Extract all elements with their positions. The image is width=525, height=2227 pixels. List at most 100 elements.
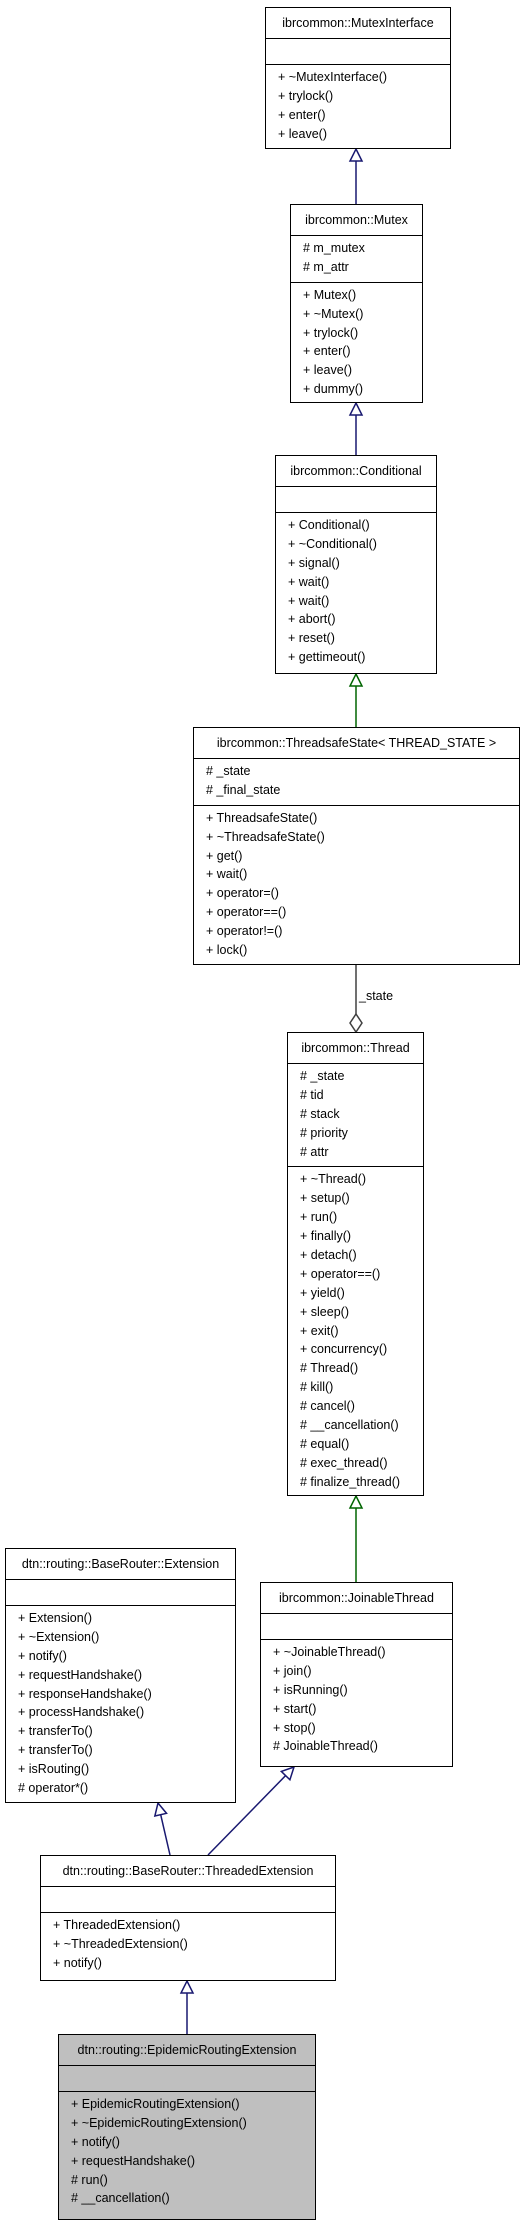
class-epidemic: dtn::routing::EpidemicRoutingExtension+ …: [58, 2034, 316, 2220]
attribute-section: [276, 486, 436, 512]
method: + ~Extension(): [18, 1629, 100, 1644]
method: + responseHandshake(): [18, 1686, 152, 1701]
method: + run(): [300, 1210, 338, 1225]
method: + operator=(): [206, 886, 279, 901]
method: + notify(): [18, 1648, 67, 1663]
method-section: + ~MutexInterface()+ trylock()+ enter()+…: [266, 64, 450, 149]
method: + enter(): [303, 344, 351, 359]
class-mutexinterface: ibrcommon::MutexInterface+ ~MutexInterfa…: [265, 7, 451, 149]
method: + leave(): [303, 363, 352, 378]
method-section: + Conditional() + ~Conditional() + signal(…: [276, 512, 436, 672]
method: + processHandshake(): [18, 1705, 145, 1720]
edge-threadsafestate-to-conditional-arrowhead: [348, 672, 364, 687]
method: + sleep(): [300, 1304, 349, 1319]
class-name: dtn::routing::EpidemicRoutingExtension: [77, 2043, 297, 2057]
method: + ~Conditional(): [288, 536, 377, 551]
method: + dummy(): [303, 382, 364, 397]
edge-threadedextension-to-extension-arrowhead: [153, 1801, 168, 1818]
method: # exec_thread(): [300, 1455, 388, 1470]
method: + gettimeout(): [288, 650, 366, 665]
attribute-section: [41, 1886, 335, 1912]
edge-threadedextension-to-joinablethread-arrowhead: [279, 1765, 296, 1782]
method: + ~ThreadedExtension(): [53, 1936, 188, 1951]
edge-mutex-to-mutexinterface-arrowhead: [348, 147, 364, 162]
method: # Thread(): [300, 1361, 359, 1376]
method: + Extension(): [18, 1611, 92, 1625]
method: + stop(): [273, 1720, 316, 1735]
class-name: dtn::routing::BaseRouter::ThreadedExtens…: [62, 1864, 314, 1878]
method: + transferTo(): [18, 1743, 93, 1758]
method: + Mutex(): [303, 287, 357, 302]
attribute: # tid: [300, 1087, 324, 1102]
method-section: + Mutex()+ ~Mutex()+ trylock()+ enter()+…: [291, 281, 422, 404]
method: + start(): [273, 1701, 317, 1716]
attribute-section: [266, 38, 450, 64]
method: # cancel(): [300, 1399, 355, 1414]
method: + Conditional(): [288, 518, 370, 532]
method: + reset(): [288, 631, 335, 646]
attribute: # priority: [300, 1125, 348, 1140]
class-thread: ibrcommon::Thread# _state# tid# stack# p…: [287, 1032, 424, 1496]
method-section: + ~JoinableThread()+ join()+ isRunning()…: [261, 1639, 452, 1761]
class-name: ibrcommon::MutexInterface: [282, 16, 434, 30]
method: + requestHandshake(): [18, 1667, 143, 1682]
attribute-section: [6, 1579, 235, 1605]
attribute-section: # m_mutex# m_attr: [291, 235, 422, 282]
method: + wait(): [288, 574, 330, 589]
method: + notify(): [71, 2134, 120, 2149]
method: + transferTo(): [18, 1724, 93, 1739]
edge-thread-state-diamond: [349, 1012, 363, 1034]
method: + ~Thread(): [300, 1172, 367, 1187]
attribute: # stack: [300, 1106, 340, 1121]
attribute: # attr: [300, 1144, 329, 1159]
method: # __cancellation(): [300, 1418, 399, 1433]
method: + enter(): [278, 107, 326, 122]
method: + operator==(): [206, 905, 287, 920]
method: + operator==(): [300, 1266, 381, 1281]
class-extension: dtn::routing::BaseRouter::Extension+ Ext…: [5, 1548, 236, 1803]
method: + setup(): [300, 1191, 350, 1206]
method: + trylock(): [303, 325, 359, 340]
attribute: # m_attr: [303, 259, 349, 274]
class-name: ibrcommon::Thread: [301, 1041, 410, 1055]
edge-threadedextension-to-extension: [159, 1814, 171, 1856]
method-section: + ThreadsafeState()+ ~ThreadsafeState()+…: [194, 804, 519, 965]
edge-conditional-to-mutex-arrowhead: [348, 401, 364, 416]
method: + notify(): [53, 1955, 102, 1970]
method: # operator*(): [18, 1781, 89, 1796]
method: + EpidemicRoutingExtension(): [71, 2097, 240, 2111]
method: # finalize_thread(): [300, 1474, 401, 1489]
attribute: # _state: [206, 764, 251, 778]
edge-epidemic-to-threadedextension-arrowhead: [179, 1979, 195, 1994]
method: + join(): [273, 1663, 312, 1678]
class-threadedextension: dtn::routing::BaseRouter::ThreadedExtens…: [40, 1855, 336, 1981]
method: # JoinableThread(): [273, 1739, 378, 1754]
attribute-section: # _state # _final_state: [194, 758, 519, 805]
method: + finally(): [300, 1229, 352, 1244]
class-name: ibrcommon::JoinableThread: [279, 1591, 434, 1605]
method: + ~EpidemicRoutingExtension(): [71, 2115, 247, 2130]
edge-label-state: _state: [359, 989, 394, 1003]
method: + requestHandshake(): [71, 2153, 196, 2168]
method-section: + EpidemicRoutingExtension() + ~EpidemicR…: [59, 2091, 315, 2213]
class-name: ibrcommon::Mutex: [305, 213, 408, 227]
method: + ThreadedExtension(): [53, 1918, 181, 1932]
method: + wait(): [288, 593, 330, 608]
method: + leave(): [278, 126, 327, 141]
method: + detach(): [300, 1248, 357, 1263]
attribute-section: [59, 2065, 315, 2091]
class-name: dtn::routing::BaseRouter::Extension: [21, 1557, 220, 1571]
method: + ~MutexInterface(): [278, 70, 388, 84]
method: + lock(): [206, 943, 248, 958]
method: + ThreadsafeState(): [206, 810, 318, 825]
edge-joinablethread-to-thread-arrowhead: [348, 1494, 364, 1509]
attribute-section: [261, 1613, 452, 1639]
method: + operator!=(): [206, 924, 283, 939]
method: # __cancellation(): [71, 2191, 170, 2206]
attribute: # _final_state: [206, 782, 281, 797]
class-name: ibrcommon::ThreadsafeState< THREAD_STATE…: [216, 736, 497, 750]
method-section: + ThreadedExtension() + ~ThreadedExtensio…: [41, 1912, 335, 1978]
method: + concurrency(): [300, 1342, 388, 1357]
method: + signal(): [288, 555, 340, 570]
class-threadsafestate: ibrcommon::ThreadsafeState< THREAD_STATE…: [193, 727, 520, 965]
